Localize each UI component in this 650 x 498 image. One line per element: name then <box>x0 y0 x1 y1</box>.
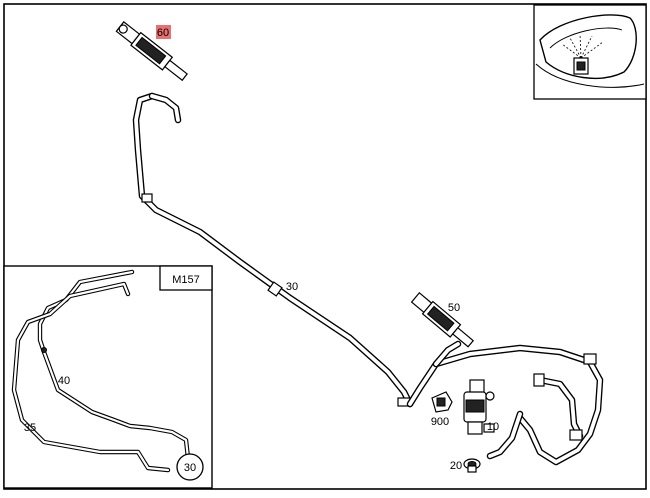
part-900-clip <box>431 391 453 413</box>
part-20-seal <box>463 458 481 473</box>
headlamp-washer-nozzle-icon <box>535 14 645 88</box>
inset-label-35: 35 <box>24 422 36 434</box>
label-20: 20 <box>450 460 462 472</box>
outer-frame <box>3 3 647 490</box>
part-60-nozzle <box>115 21 188 82</box>
m157-inset: M157 30 40 35 <box>3 265 213 489</box>
inset-label-40: 40 <box>58 375 70 387</box>
label-30: 30 <box>286 281 298 293</box>
label-60: 60 <box>157 27 169 39</box>
washer-pump-icon <box>463 379 495 435</box>
main-hose-30 <box>132 92 414 408</box>
part-60-highlight <box>156 25 171 39</box>
inset-model-label: M157 <box>172 274 200 286</box>
label-900: 900 <box>431 416 449 428</box>
nozzle-detail-inset <box>533 4 647 100</box>
label-50: 50 <box>448 302 460 314</box>
part-50-nozzle <box>410 291 475 348</box>
inset-ref-circle <box>176 453 204 481</box>
hose-branch-right <box>406 340 604 466</box>
label-10: 10 <box>487 421 499 433</box>
inset-pipe-35 <box>11 281 171 473</box>
inset-ref-30: 30 <box>184 462 196 474</box>
